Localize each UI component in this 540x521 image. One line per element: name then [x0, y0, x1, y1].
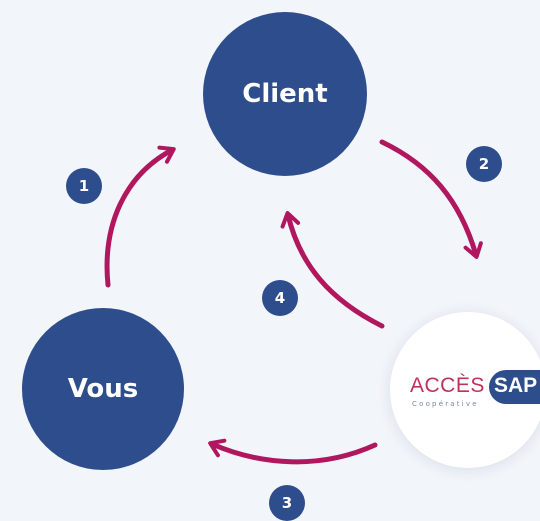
- logo-sap-text: SAP: [494, 374, 538, 397]
- step-badge-2: 2: [466, 146, 502, 182]
- logo-subtitle: Coopérative: [412, 400, 479, 408]
- arrow-3-acces-to-vous: [208, 438, 378, 465]
- step-badge-3: 3: [269, 485, 305, 521]
- client-node: Client: [203, 12, 367, 176]
- step-number: 2: [478, 155, 490, 173]
- step-badge-4: 4: [262, 280, 298, 316]
- acces-sap-node: ACCÈS SAP Coopérative: [390, 312, 540, 468]
- client-label: Client: [242, 79, 328, 109]
- step-badge-1: 1: [66, 168, 102, 204]
- step-number: 4: [274, 289, 286, 307]
- vous-label: Vous: [67, 374, 139, 404]
- arrow-1-vous-to-client: [104, 145, 176, 288]
- vous-node: Vous: [22, 308, 184, 470]
- acces-sap-logo: ACCÈS SAP Coopérative: [390, 312, 540, 468]
- step-number: 3: [281, 494, 293, 512]
- arrow-4-acces-to-client: [280, 211, 385, 329]
- logo-pill: [489, 370, 540, 404]
- arrow-2-client-to-acces: [379, 139, 483, 259]
- logo-text: ACCÈS: [410, 374, 485, 397]
- step-number: 1: [78, 177, 90, 195]
